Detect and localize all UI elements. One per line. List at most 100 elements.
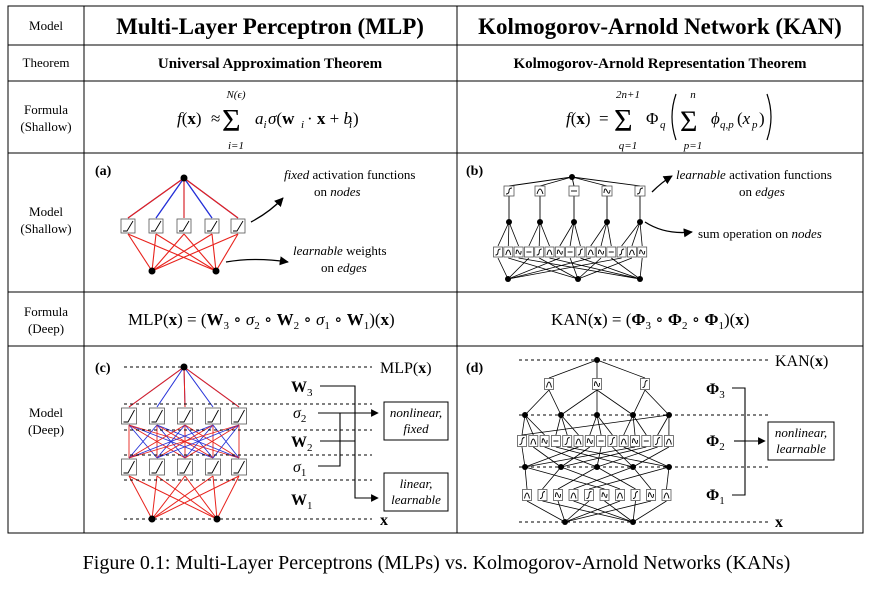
edge	[155, 233, 217, 272]
activation-curve	[207, 220, 218, 232]
row-label-model-deep: Model	[29, 405, 63, 420]
edge	[151, 233, 185, 272]
edge	[151, 233, 157, 272]
svg-text:q,p: q,p	[720, 119, 734, 131]
activation-box	[596, 435, 606, 447]
activation-frame	[503, 246, 514, 258]
svg-text:Φ2: Φ2	[706, 433, 725, 453]
edge	[507, 257, 530, 280]
formula-kan-deep: KAN(x) = (Φ3 ∘ Φ2 ∘ Φ1)(x)	[551, 310, 749, 332]
activation-curve	[603, 188, 611, 194]
activation-box	[503, 185, 515, 197]
mlp-deep-diagram	[121, 363, 247, 523]
activation-frame	[231, 407, 247, 425]
edge	[573, 221, 581, 247]
panel-label-c: (c)	[95, 361, 111, 376]
edge	[156, 424, 240, 459]
edge	[548, 359, 598, 379]
edge	[128, 424, 158, 459]
activation-curve	[524, 492, 530, 499]
activation-curve	[620, 438, 627, 445]
activation-box	[231, 458, 247, 476]
edge	[596, 446, 658, 468]
edge	[184, 475, 218, 520]
activation-box	[544, 246, 555, 258]
edge	[151, 475, 214, 520]
theorem-kan: Kolmogorov-Arnold Representation Theorem	[513, 56, 807, 72]
svg-text:nonlinear,: nonlinear,	[390, 405, 442, 420]
edge	[569, 257, 579, 280]
svg-text:q: q	[660, 119, 666, 131]
edge	[183, 366, 240, 408]
activation-curve	[619, 248, 625, 256]
svg-text:ai: ai	[255, 109, 267, 131]
edge	[555, 414, 562, 436]
edge	[528, 221, 541, 247]
activation-curve	[539, 491, 546, 499]
activation-curve	[546, 381, 552, 388]
svg-text:i=1: i=1	[228, 140, 244, 152]
edge	[621, 221, 641, 247]
activation-frame	[568, 489, 579, 501]
edge	[156, 366, 185, 408]
edge	[548, 389, 562, 416]
svg-text:KAN(x): KAN(x)	[775, 353, 828, 370]
activation-box	[640, 378, 650, 390]
activation-curve	[663, 492, 670, 499]
edge	[128, 475, 153, 520]
edge	[557, 500, 566, 523]
activation-curve	[179, 409, 191, 423]
node	[148, 515, 156, 523]
svg-text:σ1: σ1	[293, 459, 306, 479]
edge	[497, 221, 510, 247]
panel-label-b: (b)	[466, 164, 483, 179]
activation-frame	[534, 185, 546, 197]
svg-text:f(x): f(x)	[177, 109, 202, 128]
edge	[151, 475, 240, 520]
activation-box	[230, 218, 246, 234]
edge	[600, 221, 608, 247]
svg-text:(x: (x	[737, 109, 751, 128]
activation-box	[534, 246, 545, 258]
edge	[588, 466, 670, 490]
edge	[542, 466, 562, 490]
activation-curve	[628, 249, 635, 256]
activation-box	[537, 489, 548, 501]
edge	[183, 366, 214, 408]
activation-box	[528, 435, 539, 447]
activation-box	[568, 185, 580, 197]
svg-text:q=1: q=1	[619, 140, 637, 152]
kan-deep-diagram	[517, 357, 674, 525]
edge	[151, 475, 158, 520]
svg-text:n: n	[690, 89, 696, 101]
activation-frame	[544, 378, 554, 390]
activation-frame	[230, 218, 246, 234]
activation-curve	[530, 438, 537, 445]
row-labels: Theorem Formula (Shallow) Model (Shallow…	[20, 55, 71, 437]
activation-box	[544, 378, 554, 390]
activation-box	[205, 458, 221, 476]
svg-text:learnable activation functions: learnable activation functions	[676, 167, 832, 182]
activation-curve	[151, 409, 163, 423]
edge	[524, 414, 545, 436]
edge	[596, 414, 602, 436]
edge	[212, 475, 218, 520]
edge	[507, 257, 560, 280]
mlp-shallow-annotations: fixed activation functions on nodes lear…	[225, 167, 415, 275]
activation-curve	[151, 460, 163, 474]
edge	[632, 414, 636, 436]
edge	[508, 176, 573, 187]
panel-label-a: (a)	[95, 164, 112, 179]
svg-text:on edges: on edges	[321, 260, 367, 275]
node	[575, 276, 581, 282]
row-label-formula-deep-2: (Deep)	[28, 321, 64, 336]
svg-text:sum operation on nodes: sum operation on nodes	[698, 226, 822, 241]
activation-box	[121, 458, 137, 476]
activation-curve	[575, 438, 582, 445]
edge	[596, 359, 646, 379]
header-mlp: Multi-Layer Perceptron (MLP)	[116, 14, 424, 39]
activation-frame	[664, 435, 674, 447]
edge	[596, 414, 613, 436]
node	[148, 267, 156, 275]
edge	[542, 500, 634, 523]
